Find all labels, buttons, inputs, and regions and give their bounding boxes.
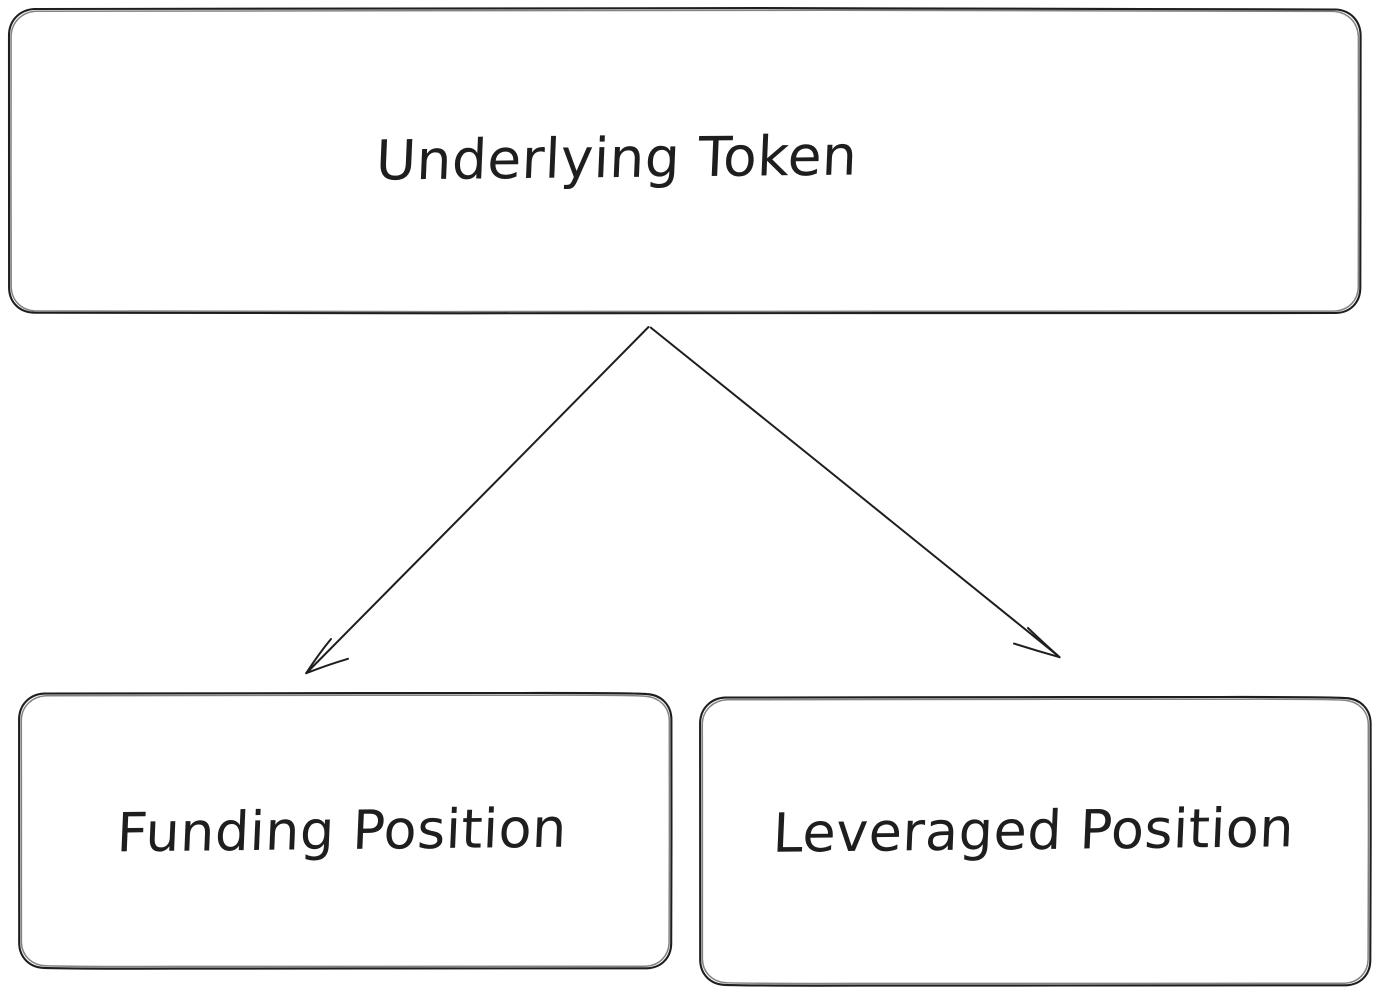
node-underlying-token-label: Underlying Token [374,122,860,193]
node-underlying-token[interactable]: Underlying Token [9,8,1361,314]
edge-root-to-funding [305,326,650,675]
node-leveraged-position-label: Leveraged Position [771,795,1296,865]
node-leveraged-position[interactable]: Leveraged Position [700,697,1371,986]
node-funding-position[interactable]: Funding Position [19,693,672,969]
node-funding-position-label: Funding Position [115,796,568,865]
edge-root-to-leveraged [649,326,1061,659]
